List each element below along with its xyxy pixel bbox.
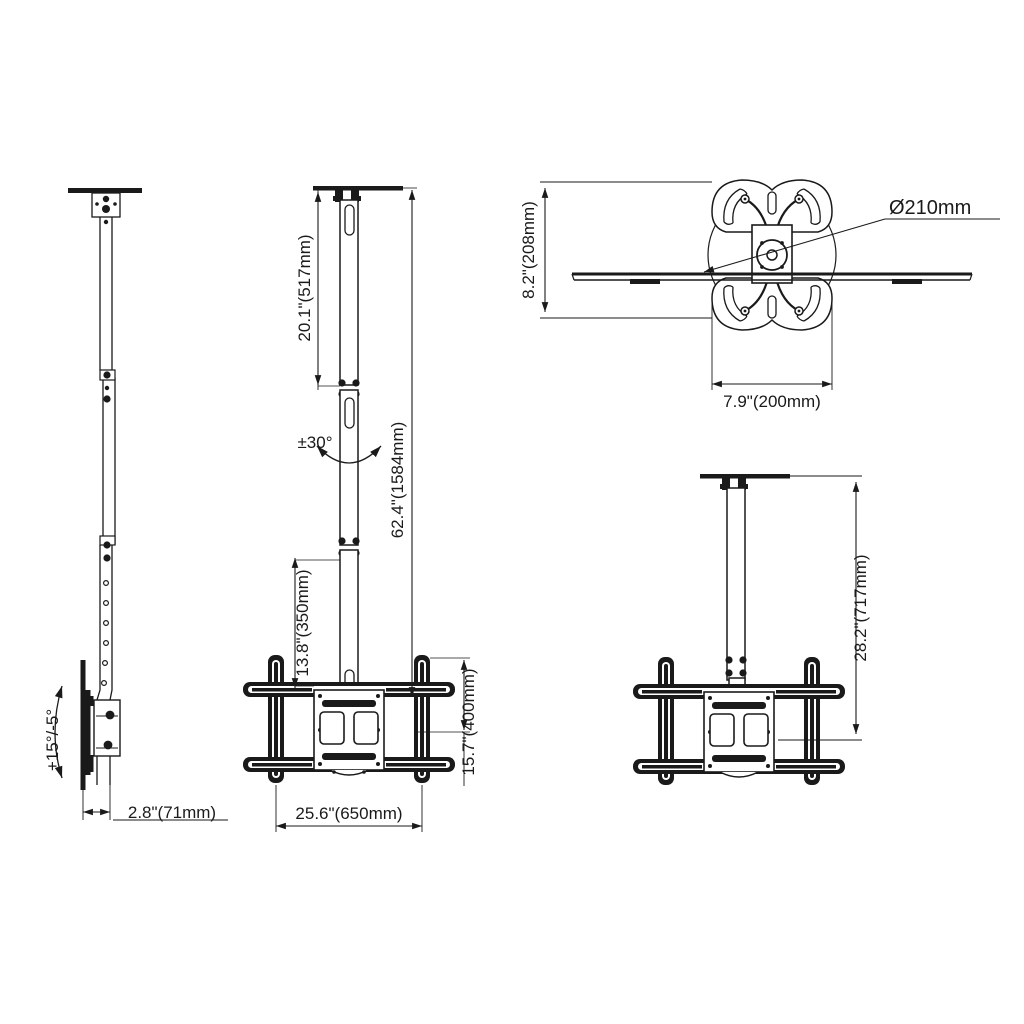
- dim-plan-width: [711, 300, 833, 390]
- dim-label-wall-clearance: 2.8"(71mm): [128, 803, 216, 822]
- dim-label-total-drop-retracted: 28.2"(717mm): [851, 554, 870, 661]
- dim-total-drop-retracted: [778, 475, 862, 741]
- tilt-angle-indicator: [54, 685, 63, 779]
- dim-bracket-height: [414, 657, 470, 786]
- front-elevation-view: [243, 186, 470, 832]
- side-tilt-head: [93, 699, 121, 757]
- front-elevation-retracted-view: [633, 474, 862, 785]
- side-pole-joint: [99, 369, 116, 403]
- dim-plan-depth: [540, 181, 712, 319]
- plan-lower-wing: [711, 277, 833, 331]
- dim-wall-clearance: [82, 760, 228, 821]
- dim-label-swivel-angle: ±30°: [297, 433, 332, 452]
- dim-lower-pole-length: [291, 558, 340, 688]
- dim-label-swivel-diameter: Ø210mm: [889, 197, 971, 219]
- dim-label-plan-width: 7.9"(200mm): [723, 392, 821, 411]
- retracted-mount-bracket: [633, 657, 845, 785]
- front-upper-pole: [339, 199, 359, 386]
- plan-tv-panel-edge: [571, 272, 973, 284]
- front-lower-pole: [339, 549, 359, 703]
- dim-total-drop-extended: [403, 187, 417, 697]
- dim-bracket-width: [275, 785, 423, 832]
- dim-label-bracket-height: 15.7"(400mm): [459, 668, 478, 775]
- side-elevation-view: [54, 188, 228, 821]
- dim-label-tilt-angle: +15°/-5°: [43, 709, 62, 771]
- dim-label-upper-pole-length: 20.1"(517mm): [295, 234, 314, 341]
- dim-label-bracket-width: 25.6"(650mm): [295, 804, 402, 823]
- retracted-pole: [725, 487, 747, 697]
- retracted-ceiling-plate: [700, 474, 790, 490]
- top-plan-view: [540, 179, 1000, 390]
- side-ceiling-plate: [68, 188, 142, 218]
- side-tv-panel-edge: [80, 660, 94, 790]
- dim-label-plan-depth: 8.2"(208mm): [519, 201, 538, 299]
- swivel-angle-indicator: [316, 445, 382, 464]
- dim-label-total-drop-extended: 62.4"(1584mm): [388, 422, 407, 539]
- front-mount-bracket: [243, 655, 455, 783]
- dim-swivel-diameter-leader: [703, 218, 1000, 273]
- front-middle-pole: [339, 389, 359, 546]
- dim-upper-pole-length: [314, 186, 340, 390]
- front-ceiling-plate: [313, 186, 403, 202]
- dim-label-lower-pole-length: 13.8"(350mm): [293, 569, 312, 676]
